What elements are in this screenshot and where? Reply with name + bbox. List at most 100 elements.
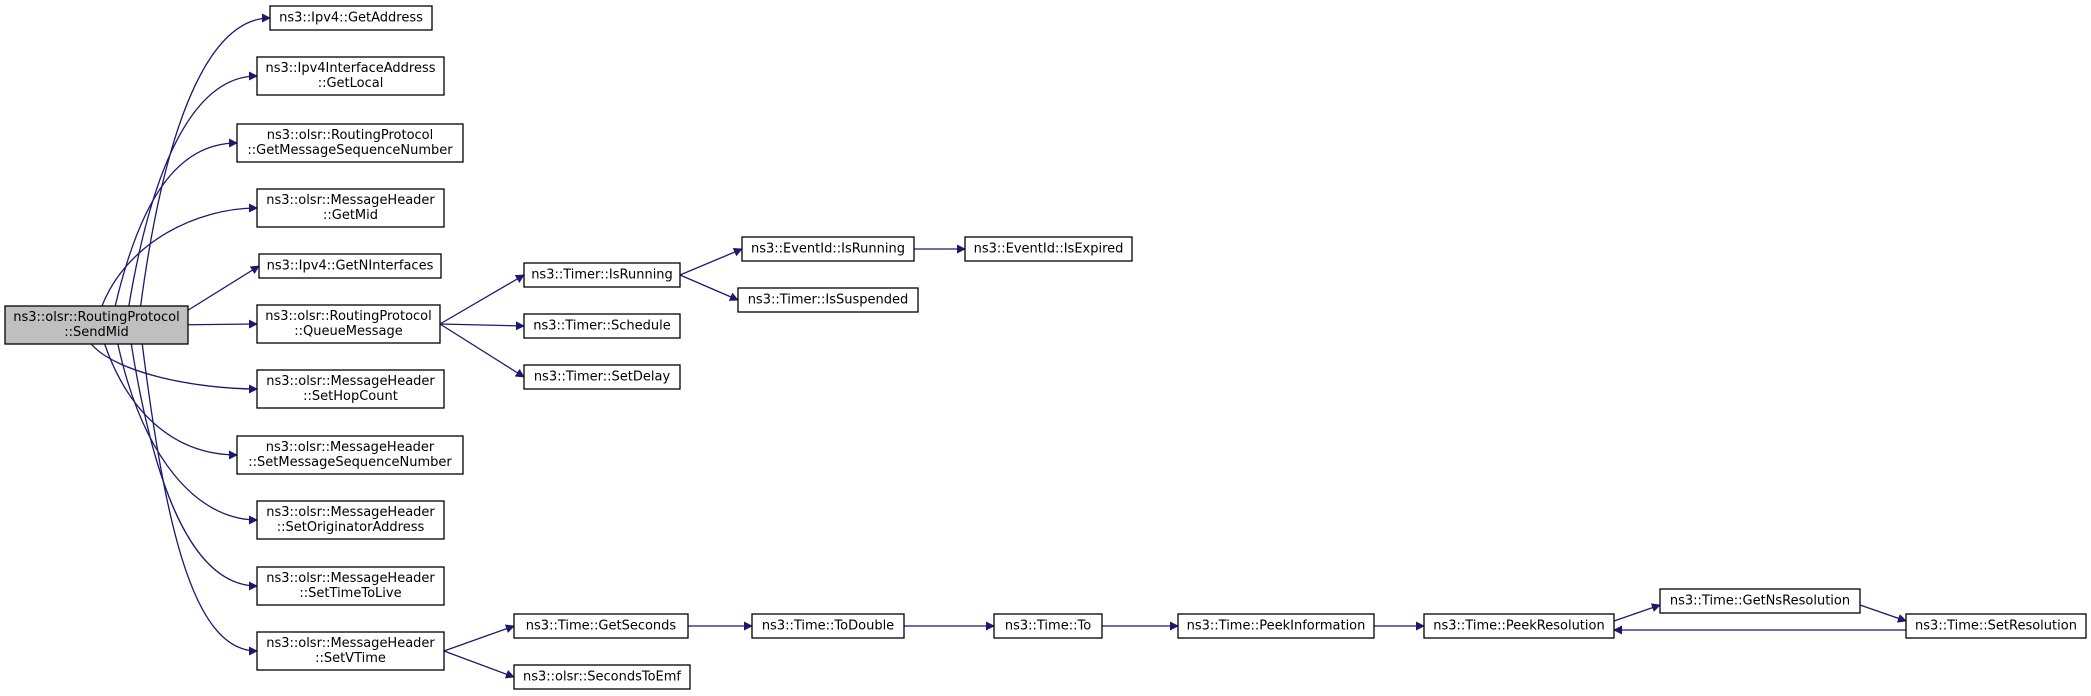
node-setorigaddr[interactable]: ns3::olsr::MessageHeader::SetOriginatorA… (256, 500, 445, 540)
node-box (256, 631, 445, 671)
edge-setvtime-to-getseconds (443, 624, 515, 652)
node-label-line: ::GetMessageSequenceNumber (247, 143, 453, 158)
node-label-line: ns3::EventId::IsExpired (974, 242, 1124, 257)
node-timeto[interactable]: ns3::Time::To (993, 613, 1103, 639)
node-getmid[interactable]: ns3::olsr::MessageHeader::GetMid (256, 188, 445, 228)
edge-sendmid-to-setmsgseq (104, 343, 238, 460)
node-box (256, 369, 445, 409)
edge-arrow (679, 247, 743, 276)
node-getlocal[interactable]: ns3::Ipv4InterfaceAddress::GetLocal (256, 56, 445, 96)
edge-timerisrunning-to-timerissuspended (679, 274, 739, 301)
node-label-line: ::SetVTime (315, 651, 386, 666)
node-timerissuspended[interactable]: ns3::Timer::IsSuspended (737, 287, 919, 313)
node-label-line: ns3::olsr::RoutingProtocol (267, 128, 434, 143)
edge-sendmid-to-getmid (101, 203, 258, 307)
node-timerschedule[interactable]: ns3::Timer::Schedule (523, 313, 681, 339)
node-peekinformation[interactable]: ns3::Time::PeekInformation (1177, 613, 1375, 639)
node-box (1423, 613, 1615, 639)
node-box (256, 566, 445, 606)
edge-arrow (130, 343, 258, 591)
node-sethopcount[interactable]: ns3::olsr::MessageHeader::SetHopCount (256, 369, 445, 409)
node-box (523, 364, 681, 390)
node-timerisrunning[interactable]: ns3::Timer::IsRunning (523, 262, 681, 288)
node-box (513, 664, 691, 690)
node-box (258, 253, 442, 279)
edge-arrow (1613, 603, 1661, 622)
node-label-line: ns3::olsr::MessageHeader (266, 505, 435, 520)
node-setresolution[interactable]: ns3::Time::SetResolution (1905, 613, 2087, 639)
edge-queuemessage-to-timerschedule (439, 321, 525, 331)
node-box (737, 287, 919, 313)
node-setvtime[interactable]: ns3::olsr::MessageHeader::SetVTime (256, 631, 445, 671)
node-sendmid[interactable]: ns3::olsr::RoutingProtocol::SendMid (4, 305, 189, 345)
node-label-line: ::SetTimeToLive (299, 586, 401, 601)
node-label-line: ns3::olsr::MessageHeader (266, 636, 435, 651)
node-label-line: ::SendMid (64, 325, 129, 340)
node-box (523, 313, 681, 339)
node-box (236, 435, 464, 475)
node-label-line: ns3::olsr::MessageHeader (266, 374, 435, 389)
node-label-line: ns3::Ipv4InterfaceAddress (265, 61, 435, 76)
node-setmsgseq[interactable]: ns3::olsr::MessageHeader::SetMessageSequ… (236, 435, 464, 475)
node-box (1177, 613, 1375, 639)
edge-arrow (128, 71, 258, 307)
node-label-line: ns3::Timer::SetDelay (534, 370, 671, 385)
node-label-line: ns3::Time::SetResolution (1915, 619, 2077, 634)
node-getmsgseq[interactable]: ns3::olsr::RoutingProtocol::GetMessageSe… (236, 123, 464, 163)
node-box (4, 305, 189, 345)
node-label-line: ns3::Time::GetNsResolution (1670, 594, 1850, 609)
edge-arrow (187, 265, 260, 311)
edge-sendmid-to-getmsgseq (114, 138, 238, 307)
node-secondstoemf[interactable]: ns3::olsr::SecondsToEmf (513, 664, 691, 690)
node-getnsresolution[interactable]: ns3::Time::GetNsResolution (1659, 588, 1861, 614)
node-label-line: ns3::EventId::IsRunning (751, 242, 905, 257)
node-label-line: ns3::Timer::IsRunning (531, 268, 673, 283)
node-label-line: ns3::Time::GetSeconds (526, 619, 677, 634)
node-box (741, 236, 915, 262)
node-label-line: ns3::Ipv4::GetAddress (279, 11, 423, 26)
node-label-line: ::SetOriginatorAddress (277, 520, 425, 535)
node-layer: ns3::olsr::RoutingProtocol::SendMidns3::… (4, 5, 2087, 690)
node-box (993, 613, 1103, 639)
edge-arrow (443, 650, 515, 679)
node-box (1659, 588, 1861, 614)
edge-timerisrunning-to-eventisrunning (679, 247, 743, 276)
node-label-line: ns3::Time::PeekInformation (1187, 619, 1366, 634)
node-box (523, 262, 681, 288)
node-box (964, 236, 1133, 262)
edge-getnsresolution-to-setresolution (1859, 604, 1907, 623)
node-eventisrunning[interactable]: ns3::EventId::IsRunning (741, 236, 915, 262)
edge-sendmid-to-getlocal (128, 71, 258, 307)
node-setttl[interactable]: ns3::olsr::MessageHeader::SetTimeToLive (256, 566, 445, 606)
edge-sendmid-to-setttl (130, 343, 258, 591)
node-box (269, 5, 433, 31)
node-getseconds[interactable]: ns3::Time::GetSeconds (513, 613, 689, 639)
node-box (513, 613, 689, 639)
node-queuemessage[interactable]: ns3::olsr::RoutingProtocol::QueueMessage (256, 304, 441, 344)
node-box (256, 188, 445, 228)
edge-peekresolution-to-getnsresolution (1613, 603, 1661, 622)
edge-layer (90, 13, 1907, 679)
node-getninterfaces[interactable]: ns3::Ipv4::GetNInterfaces (258, 253, 442, 279)
node-label-line: ns3::Time::PeekResolution (1433, 619, 1604, 634)
node-timersetdelay[interactable]: ns3::Timer::SetDelay (523, 364, 681, 390)
node-todouble[interactable]: ns3::Time::ToDouble (751, 613, 905, 639)
node-box (751, 613, 905, 639)
edge-sendmid-to-queuemessage (187, 319, 258, 329)
node-label-line: ns3::Time::To (1005, 619, 1091, 634)
node-box (256, 500, 445, 540)
edge-arrow (114, 138, 238, 307)
node-label-line: ns3::olsr::MessageHeader (266, 440, 435, 455)
node-label-line: ns3::Time::ToDouble (762, 619, 894, 634)
edge-sendmid-to-getaddress (139, 13, 271, 307)
node-eventisexpired[interactable]: ns3::EventId::IsExpired (964, 236, 1133, 262)
edge-arrow (141, 343, 258, 656)
node-getaddress[interactable]: ns3::Ipv4::GetAddress (269, 5, 433, 31)
edge-sendmid-to-getninterfaces (187, 265, 260, 311)
node-label-line: ns3::Ipv4::GetNInterfaces (267, 259, 434, 274)
node-box (1905, 613, 2087, 639)
node-box (236, 123, 464, 163)
node-label-line: ns3::olsr::MessageHeader (266, 571, 435, 586)
node-peekresolution[interactable]: ns3::Time::PeekResolution (1423, 613, 1615, 639)
